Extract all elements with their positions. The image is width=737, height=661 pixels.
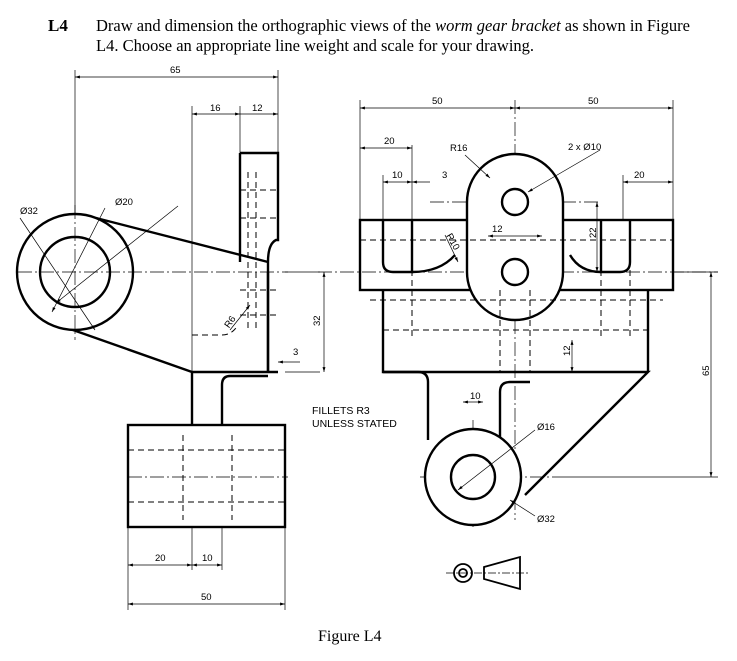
question-number: L4 [48,16,68,35]
front-obround [465,152,565,322]
dim-65-vertical: 65 [701,365,712,376]
side-plate [240,151,280,372]
side-bottom-block [126,423,287,529]
question-emphasis: worm gear bracket [435,16,561,35]
note-line: UNLESS STATED [312,418,397,430]
dim-dia32-boss: Ø32 [537,514,555,525]
side-hidden-lines [128,172,285,520]
front-hole-top [500,187,530,217]
front-web [381,290,651,496]
front-view [318,100,718,530]
dim-65-top: 65 [170,65,181,76]
question-text-part: as shown in Figure L4. Choose an appropr… [96,16,690,55]
dim-20-right: 20 [634,170,645,181]
front-hidden-lines [360,220,673,372]
front-bottom-boss-outer [423,427,523,527]
dim-r16: R16 [450,143,467,154]
dim-dia20: Ø20 [115,197,133,208]
dim-10-slot: 10 [392,170,403,181]
dim-dia16: Ø16 [537,422,555,433]
front-hole-bottom [500,257,530,287]
note-line: FILLETS R3 [312,405,370,417]
front-bottom-boss-inner [449,453,497,501]
side-dimension-text: 65 16 12 Ø32 Ø20 R6 32 3 20 10 50 [20,65,323,603]
dim-16: 16 [210,103,221,114]
dim-3: 3 [293,347,298,358]
fillet-note: FILLETS R3 UNLESS STATED [312,405,397,431]
dim-50-bottom: 50 [201,592,212,603]
dim-50-right: 50 [588,96,599,107]
dim-20-left: 20 [384,136,395,147]
dim-r10: R10 [443,232,461,253]
dim-dia32: Ø32 [20,206,38,217]
dim-20-bottom: 20 [155,553,166,564]
side-boss-inner [38,235,112,309]
dim-2xdia10: 2 x Ø10 [568,142,601,153]
question-text-part: Draw and dimension the orthographic view… [96,16,436,35]
side-center-lines [18,205,288,478]
front-dimension-lines [359,100,718,517]
figure-caption: Figure L4 [318,628,382,645]
dim-12-vertical: 12 [562,345,573,356]
dim-10-web: 10 [470,391,481,402]
dim-12: 12 [252,103,263,114]
side-dimension-lines [19,70,326,610]
dim-12-holes: 12 [492,224,503,235]
dim-22: 22 [588,227,599,238]
dim-10-bottom: 10 [202,553,213,564]
question-text: Draw and dimension the orthographic view… [96,16,716,56]
side-view [15,70,326,610]
projection-symbol [446,555,528,591]
dim-50-left: 50 [432,96,443,107]
dim-r6: R6 [222,314,238,330]
dim-3-slot: 3 [442,170,447,181]
dim-32: 32 [312,315,323,326]
